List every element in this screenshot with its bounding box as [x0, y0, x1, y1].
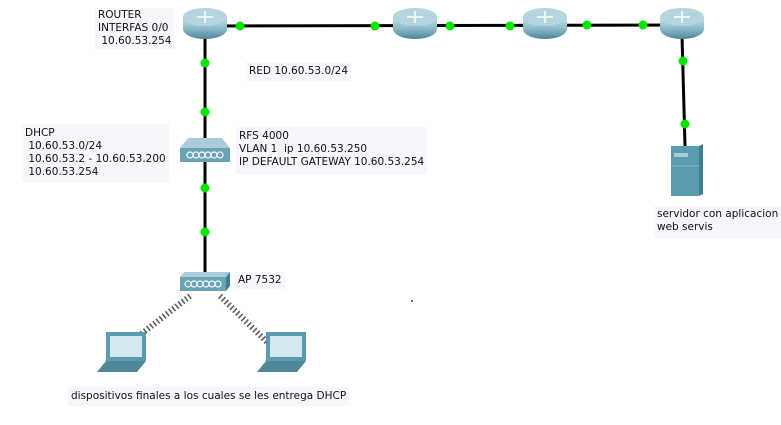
port-up-dot — [638, 20, 648, 30]
server-note-line: servidor con aplicacion — [657, 208, 779, 220]
dhcp-note-line: 10.60.53.0/24 — [25, 140, 103, 152]
rfs-note-line: IP DEFAULT GATEWAY 10.60.53.254 — [239, 156, 425, 168]
server-icon[interactable] — [671, 144, 703, 196]
wireless-controller-switch-icon[interactable] — [180, 138, 230, 162]
port-up-dot — [200, 227, 210, 237]
dhcp-note-line: DHCP — [25, 127, 55, 139]
port-up-dot — [582, 20, 592, 30]
dhcp-note-line: 10.60.53.254 — [25, 166, 99, 178]
router-note-line: 10.60.53.254 — [98, 35, 172, 47]
router-icon[interactable] — [183, 8, 227, 39]
port-up-dot — [505, 21, 515, 31]
port-up-dot — [680, 119, 690, 129]
router-icon[interactable] — [393, 8, 437, 39]
port-up-dot — [200, 183, 210, 193]
rfs-note-line: VLAN 1 ip 10.60.53.250 — [239, 143, 368, 155]
port-up-dot — [370, 21, 380, 31]
access-point-icon[interactable] — [180, 272, 230, 291]
router-note-line: ROUTER — [98, 9, 142, 21]
port-status-dots — [200, 20, 690, 237]
wireless-link-right — [217, 293, 271, 346]
dhcp-note: DHCP 10.60.53.0/24 10.60.53.2 - 10.60.53… — [22, 124, 169, 182]
router-icon[interactable] — [660, 8, 704, 39]
link-router-backbone[interactable] — [204, 23, 683, 28]
dhcp-note-line: 10.60.53.2 - 10.60.53.200 — [25, 153, 166, 165]
port-up-dot — [200, 107, 210, 117]
port-up-dot — [678, 56, 688, 66]
port-up-dot — [445, 21, 455, 31]
router-note-line: INTERFAS 0/0 — [98, 22, 169, 34]
port-up-dot — [200, 58, 210, 68]
wireless-link-left — [138, 293, 192, 338]
router-icon[interactable] — [523, 8, 567, 39]
rfs-note-line: RFS 4000 — [239, 130, 289, 142]
link-router-server[interactable] — [680, 34, 687, 147]
laptop-icon[interactable] — [257, 332, 306, 372]
server-note-line: web servis — [657, 221, 713, 233]
network-note: RED 10.60.53.0/24 — [246, 62, 352, 81]
laptop-icon[interactable] — [97, 332, 146, 372]
endpoints-note: dispositivos finales a los cuales se les… — [68, 387, 350, 406]
stray-dot — [411, 300, 413, 302]
port-up-dot — [235, 21, 245, 31]
ap-note: AP 7532 — [235, 272, 285, 289]
